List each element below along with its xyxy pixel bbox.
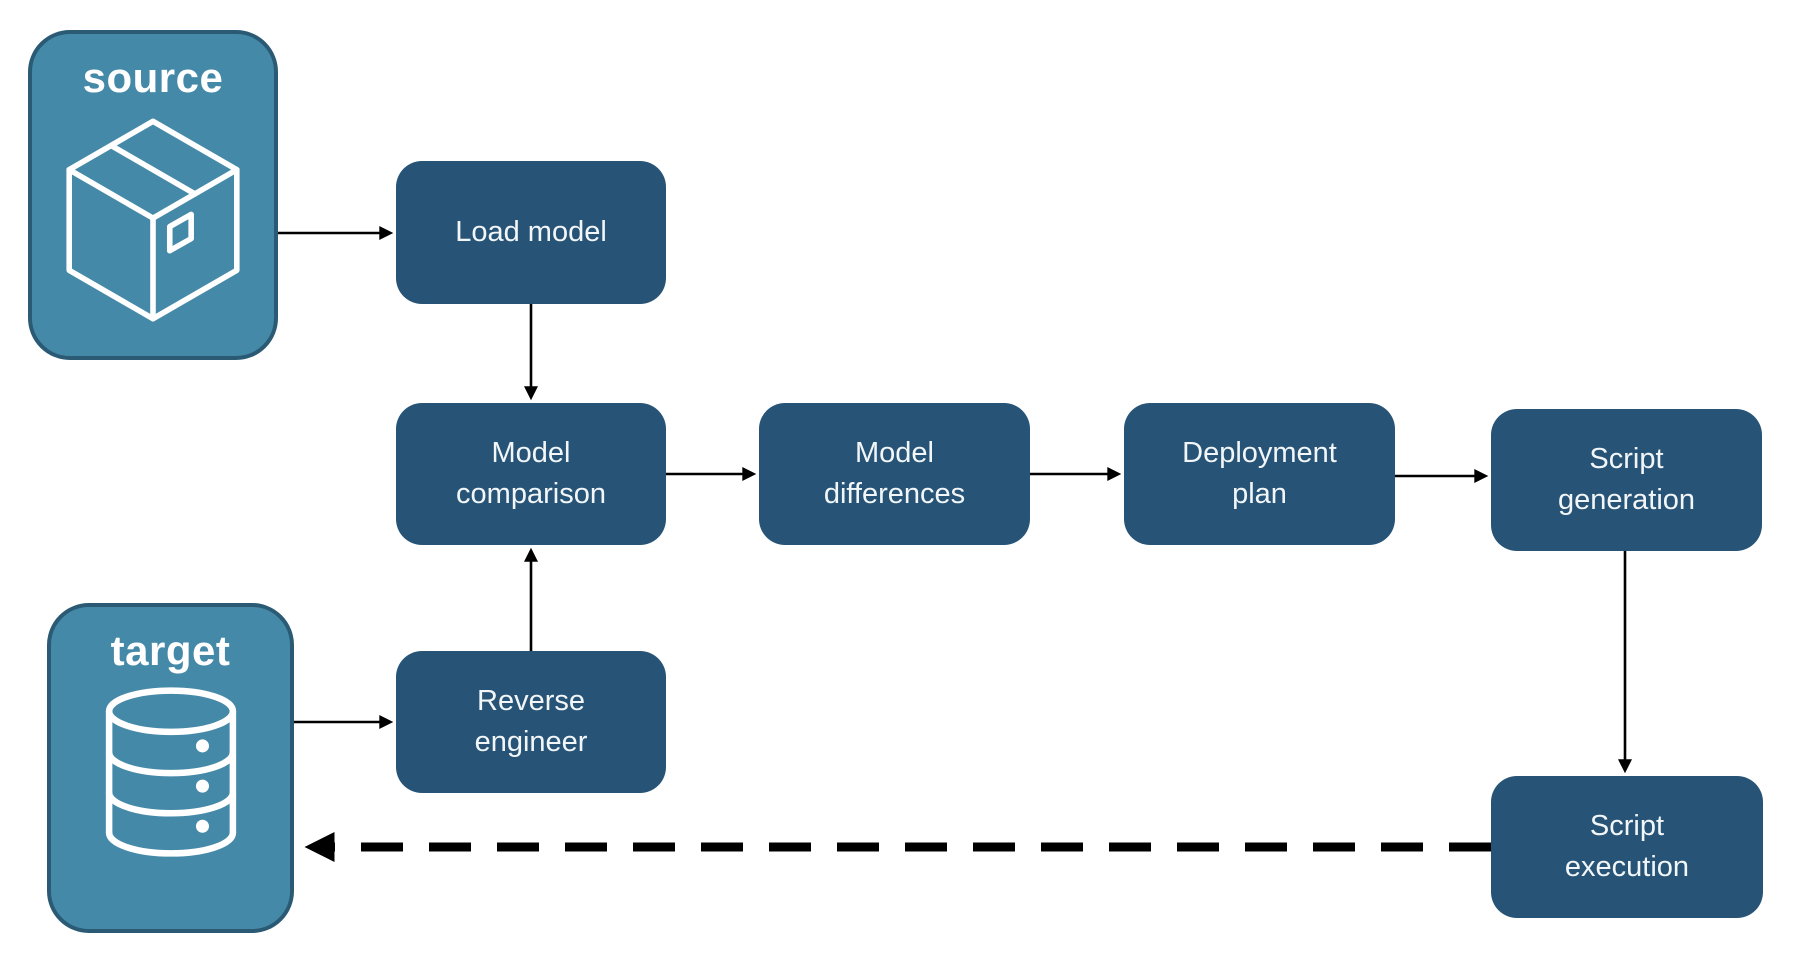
node-label: Model comparison xyxy=(456,437,606,510)
target-title: target xyxy=(110,627,231,674)
node-label: Script execution xyxy=(1564,810,1690,883)
node-reverse-engineer: Reverse engineer xyxy=(396,651,666,793)
node-label: Reverse engineer xyxy=(474,685,588,758)
node-script-execution: Script execution xyxy=(1491,776,1763,918)
node-model-differences: Model differences xyxy=(759,403,1030,545)
source-title: source xyxy=(82,54,224,101)
node-script-generation: Script generation xyxy=(1491,409,1762,551)
node-deployment-plan: Deployment plan xyxy=(1124,403,1395,545)
database-icon xyxy=(95,685,247,859)
entity-source: source xyxy=(28,30,278,360)
node-load-model: Load model xyxy=(396,161,666,304)
node-model-comparison: Model comparison xyxy=(396,403,666,545)
node-label: Load model xyxy=(455,216,607,249)
package-icon xyxy=(58,112,248,328)
node-label: Deployment plan xyxy=(1182,437,1337,510)
node-label: Model differences xyxy=(823,437,966,510)
entity-target: target xyxy=(47,603,294,933)
node-label: Script generation xyxy=(1557,443,1696,516)
